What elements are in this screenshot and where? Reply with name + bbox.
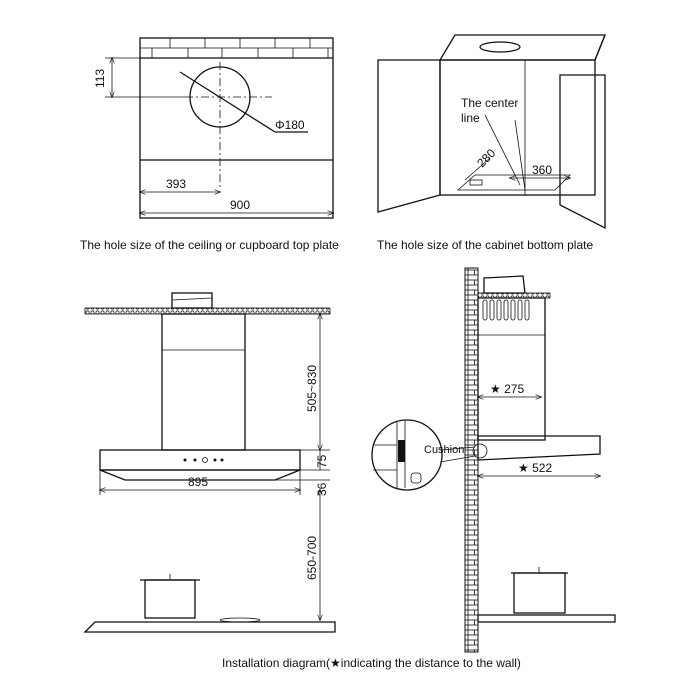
brick-wall [464,267,479,653]
dim-width: 360 [532,163,552,177]
side-countertop [477,614,616,623]
cabinet-left-door [377,59,441,213]
cushion-label: Cushion [424,444,464,456]
dim-chimney-height: 505~830 [305,365,319,412]
center-line-label-2: line [461,111,480,125]
plate-outline [139,37,334,219]
cushion-magnifier [371,419,476,491]
chimney [161,313,246,451]
dim-hood-width: 895 [188,475,208,489]
cabinet-drawing: The center line 280 360 The hole size of… [377,34,606,252]
side-hood [477,435,601,461]
cabinet-caption: The hole size of the cabinet bottom plat… [377,238,593,252]
center-line-label-1: The center [461,96,518,110]
top-plate-drawing: 113 Φ180 393 900 The hole size of the ce… [80,37,339,252]
dim-clearance: 650-700 [305,536,319,580]
side-view-drawing: ★ 275 ★ 522 Cushion [371,267,616,653]
front-view-drawing: 505~830 75 36 895 650-700 [83,292,336,633]
top-plate-caption: The hole size of the ceiling or cupboard… [80,238,339,252]
side-pot [513,572,566,614]
installation-caption: Installation diagram(★indicating the dis… [222,656,521,670]
dim-plate-width: 900 [230,198,250,212]
countertop [83,621,336,633]
dim-hood-height: 75 [315,454,329,468]
ceiling [84,307,331,315]
cabinet-right-door [559,74,606,230]
side-duct [483,275,526,294]
cabinet-top-hole [479,41,521,53]
side-chimney [477,297,546,441]
brick-band [140,38,333,59]
dim-offset: 113 [93,69,107,88]
dim-lip-height: 36 [315,482,329,496]
duct-outlet [171,292,213,309]
dim-hole-diameter: Φ180 [275,118,305,132]
dim-depth: 280 [474,146,498,170]
dim-hood-depth: ★ 522 [518,461,552,475]
pot [144,579,196,619]
cushion-pad [398,440,405,462]
hood-body [99,449,301,471]
dim-chimney-depth: ★ 275 [490,382,524,396]
dim-center-offset: 393 [166,177,186,191]
vent-slots [482,299,530,321]
